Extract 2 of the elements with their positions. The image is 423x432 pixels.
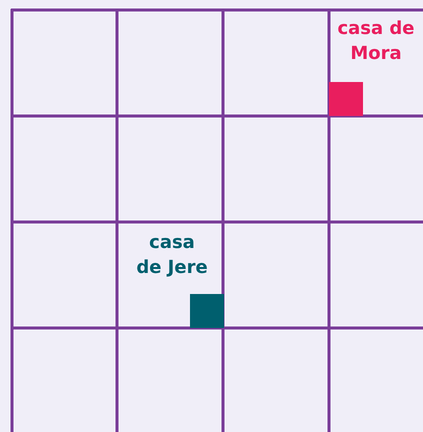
place-label: casa de Mora <box>336 17 416 66</box>
place-label: casa de Jere <box>135 231 209 280</box>
